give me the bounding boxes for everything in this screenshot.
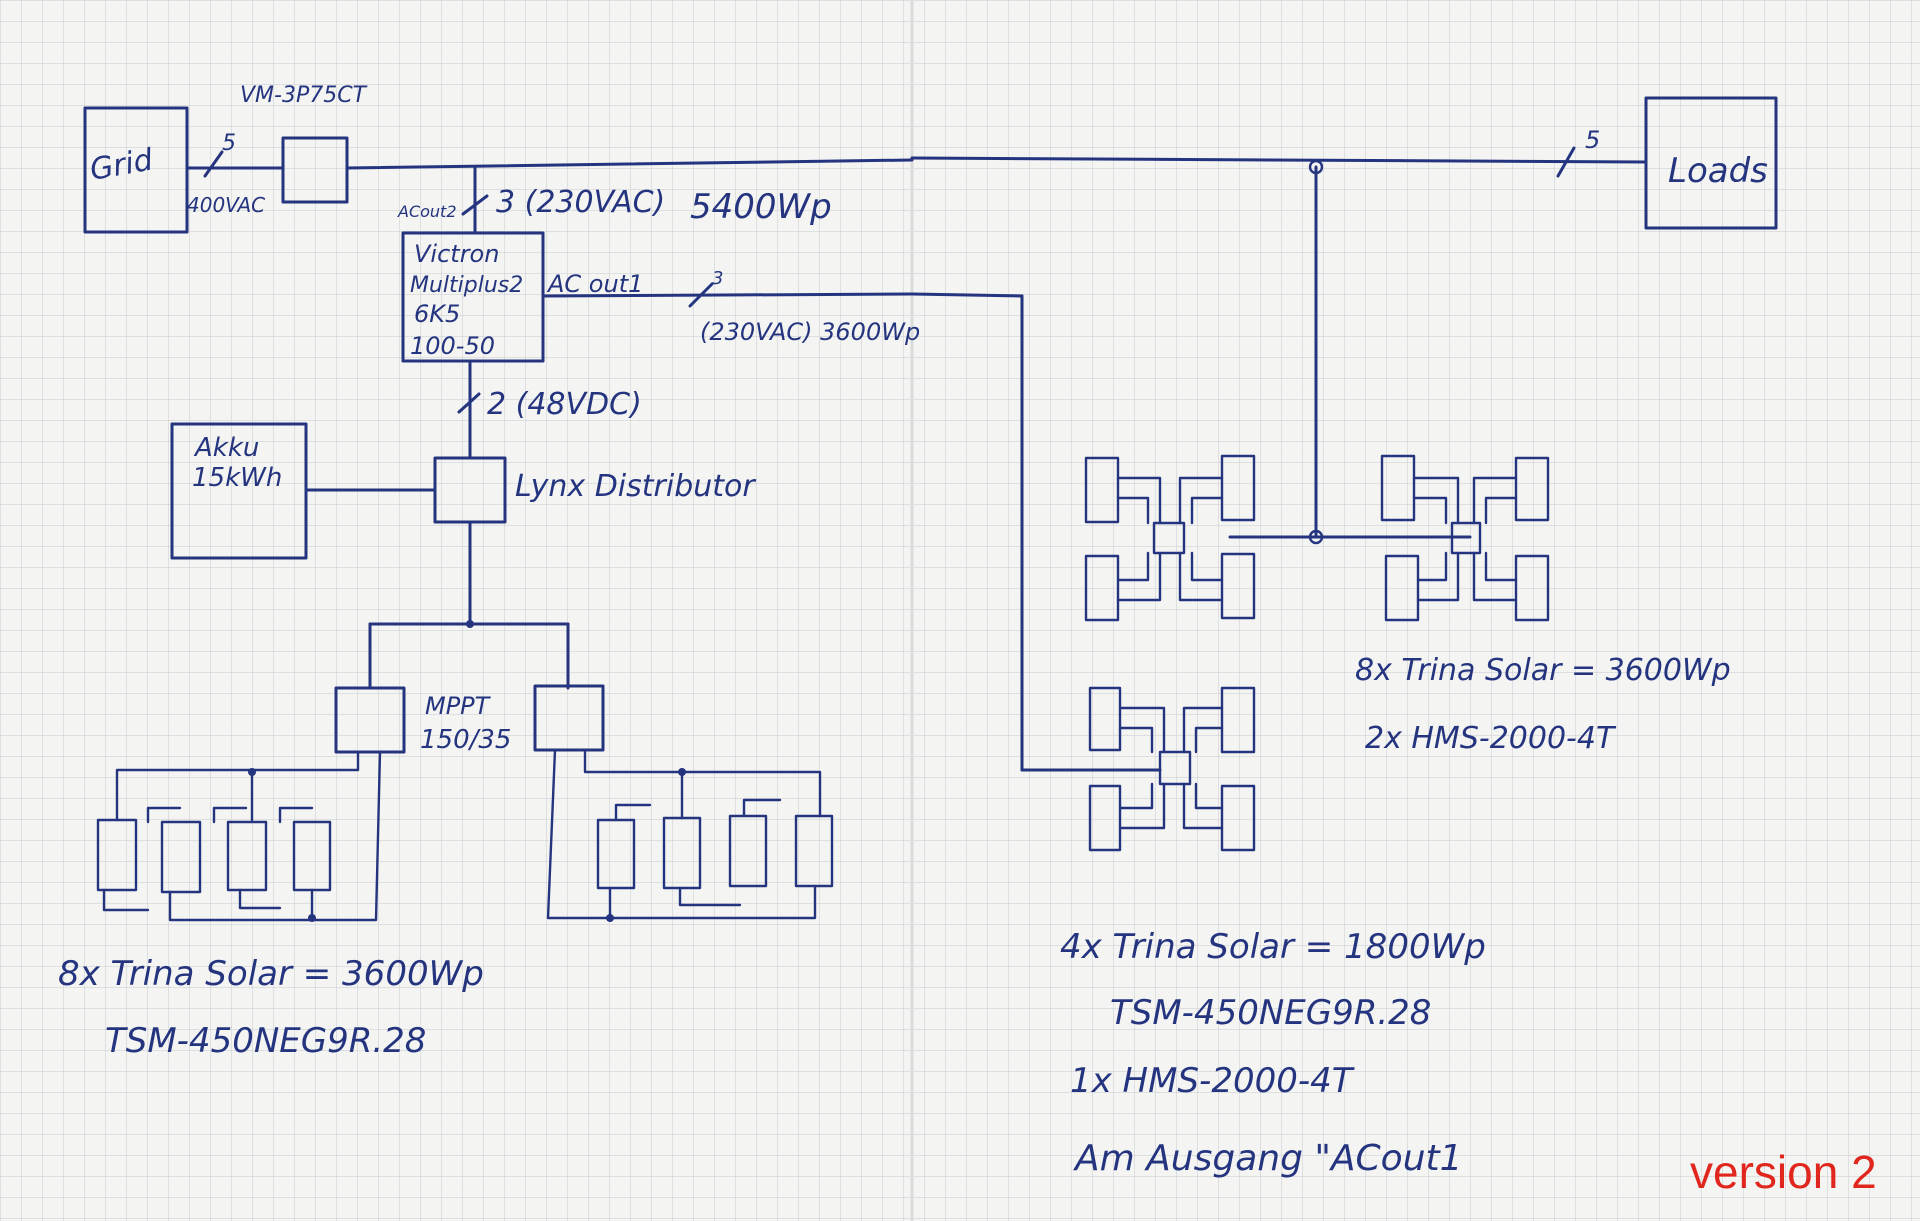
svg-text:5400Wp: 5400Wp — [690, 187, 832, 227]
mppt-feed — [368, 520, 570, 690]
energy-meter: VM-3P75CT — [240, 83, 368, 204]
left-array-note: 8x Trina Solar = 3600Wp TSM-450NEG9R.28 — [58, 954, 484, 1061]
svg-text:4x Trina Solar = 1800Wp: 4x Trina Solar = 1800Wp — [1060, 927, 1486, 967]
loads-box: Loads — [1644, 96, 1778, 230]
svg-text:2x HMS-2000-4T: 2x HMS-2000-4T — [1365, 721, 1617, 756]
svg-text:2 (48VDC): 2 (48VDC) — [487, 387, 642, 422]
lynx-distributor: Lynx Distributor — [433, 456, 756, 524]
svg-text:8x Trina Solar = 3600Wp: 8x Trina Solar = 3600Wp — [58, 954, 484, 994]
svg-text:5: 5 — [222, 131, 236, 156]
svg-text:3 (230VAC): 3 (230VAC) — [496, 185, 665, 220]
svg-text:AC out1: AC out1 — [546, 270, 643, 298]
svg-text:100-50: 100-50 — [410, 332, 495, 360]
svg-text:Loads: Loads — [1668, 151, 1768, 191]
bottom-array-note: 4x Trina Solar = 1800Wp TSM-450NEG9R.28 … — [1060, 927, 1486, 1179]
ac-out2-link: ACout2 3 (230VAC) 5400Wp — [397, 166, 832, 235]
svg-text:6K5: 6K5 — [414, 300, 460, 328]
pv-string-left — [96, 750, 382, 922]
mppt-controllers: MPPT 150/35 — [334, 684, 605, 755]
svg-text:8x Trina Solar = 3600Wp: 8x Trina Solar = 3600Wp — [1355, 653, 1731, 688]
svg-text:1x HMS-2000-4T: 1x HMS-2000-4T — [1070, 1061, 1355, 1101]
svg-text:TSM-450NEG9R.28: TSM-450NEG9R.28 — [105, 1021, 426, 1061]
svg-text:Multiplus2: Multiplus2 — [410, 273, 523, 298]
ac-bus-to-loads: 5 — [345, 126, 1648, 178]
svg-text:5: 5 — [1585, 126, 1600, 154]
battery-box: Akku 15kWh — [170, 422, 437, 560]
inverter-box: Victron Multiplus2 6K5 100-50 — [401, 231, 545, 363]
pv-array-bottom — [1088, 686, 1256, 852]
svg-text:Am Ausgang "ACout1: Am Ausgang "ACout1 — [1073, 1138, 1463, 1179]
pv-string-middle — [546, 748, 834, 922]
svg-text:15kWh: 15kWh — [192, 463, 282, 493]
svg-text:(230VAC) 3600Wp: (230VAC) 3600Wp — [700, 318, 920, 346]
pv-array-top-right — [1380, 454, 1550, 622]
svg-text:3: 3 — [712, 268, 723, 289]
ac-out2-drop — [1228, 165, 1472, 545]
svg-text:400VAC: 400VAC — [187, 193, 265, 217]
svg-text:VM-3P75CT: VM-3P75CT — [240, 83, 368, 108]
pv-array-top-left — [1084, 454, 1256, 622]
svg-text:MPPT: MPPT — [425, 692, 492, 720]
dc-link: 2 (48VDC) — [457, 359, 642, 460]
ac-out1-line: AC out1 3 (230VAC) 3600Wp — [541, 268, 1162, 772]
grid-feed-line: 5 400VAC — [185, 131, 285, 217]
svg-text:ACout2: ACout2 — [397, 202, 457, 221]
svg-text:150/35: 150/35 — [420, 725, 511, 755]
svg-text:Victron: Victron — [414, 240, 499, 268]
right-array-note: 8x Trina Solar = 3600Wp 2x HMS-2000-4T — [1355, 653, 1731, 756]
svg-text:Akku: Akku — [193, 433, 259, 463]
svg-text:Lynx Distributor: Lynx Distributor — [515, 469, 756, 504]
version-label: version 2 — [1690, 1146, 1877, 1198]
svg-text:TSM-450NEG9R.28: TSM-450NEG9R.28 — [1110, 993, 1431, 1033]
